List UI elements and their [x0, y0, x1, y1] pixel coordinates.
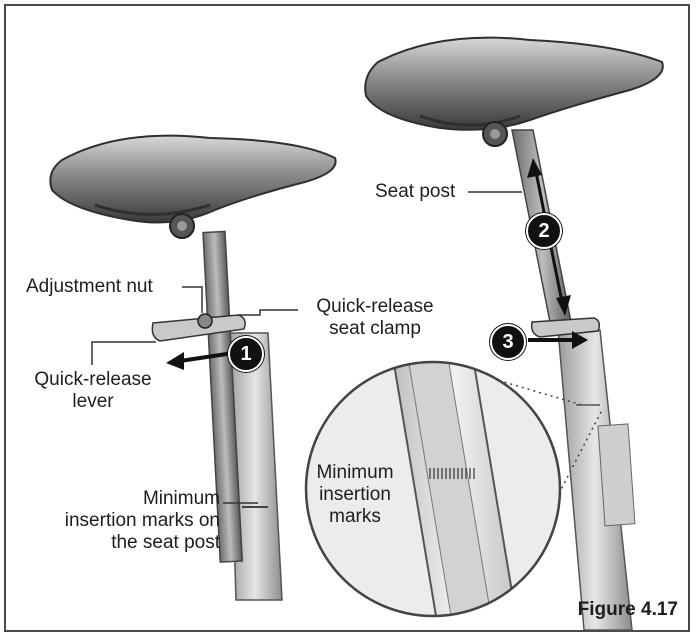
step-badge-1: 1 — [228, 336, 264, 372]
zoom-detail — [304, 360, 562, 618]
label-quick-release-clamp-line1: Quick-release — [316, 296, 434, 317]
label-minimum-insertion-marks-line3: the seat post — [111, 532, 220, 553]
left-seat-post — [202, 230, 244, 563]
step-badge-3: 3 — [490, 324, 526, 360]
label-minimum-insertion-marks-line2: insertion marks on — [64, 510, 220, 531]
step-badge-2: 2 — [526, 213, 562, 249]
right-seat-clamp — [530, 317, 601, 338]
label-zoom-insertion-marks: Minimum insertion marks — [310, 462, 400, 528]
label-quick-release-lever: Quick-release lever — [18, 369, 168, 413]
label-adjustment-nut: Adjustment nut — [26, 276, 153, 297]
label-minimum-insertion-marks-line1: Minimum — [142, 488, 220, 509]
label-quick-release-lever-line1: Quick-release — [34, 369, 152, 390]
label-zoom-insertion-marks-line3: marks — [329, 506, 381, 527]
zoom-insertion-marks — [429, 468, 475, 479]
label-zoom-insertion-marks-line2: insertion — [319, 484, 391, 505]
label-quick-release-clamp: Quick-release seat clamp — [300, 296, 450, 340]
label-quick-release-lever-line2: lever — [72, 391, 114, 412]
right-seat-assembly — [364, 36, 664, 631]
label-minimum-insertion-marks: Minimum insertion marks on the seat post — [40, 488, 220, 554]
left-seat-clamp — [151, 314, 246, 342]
figure-label: Figure 4.17 — [577, 599, 678, 620]
right-saddle — [364, 36, 664, 131]
label-zoom-insertion-marks-line1: Minimum — [316, 462, 394, 483]
left-seat-assembly — [49, 134, 337, 601]
left-saddle — [49, 134, 337, 224]
left-adjustment-nut — [197, 313, 213, 329]
label-seat-post: Seat post — [375, 181, 456, 202]
label-quick-release-clamp-line2: seat clamp — [329, 318, 421, 339]
